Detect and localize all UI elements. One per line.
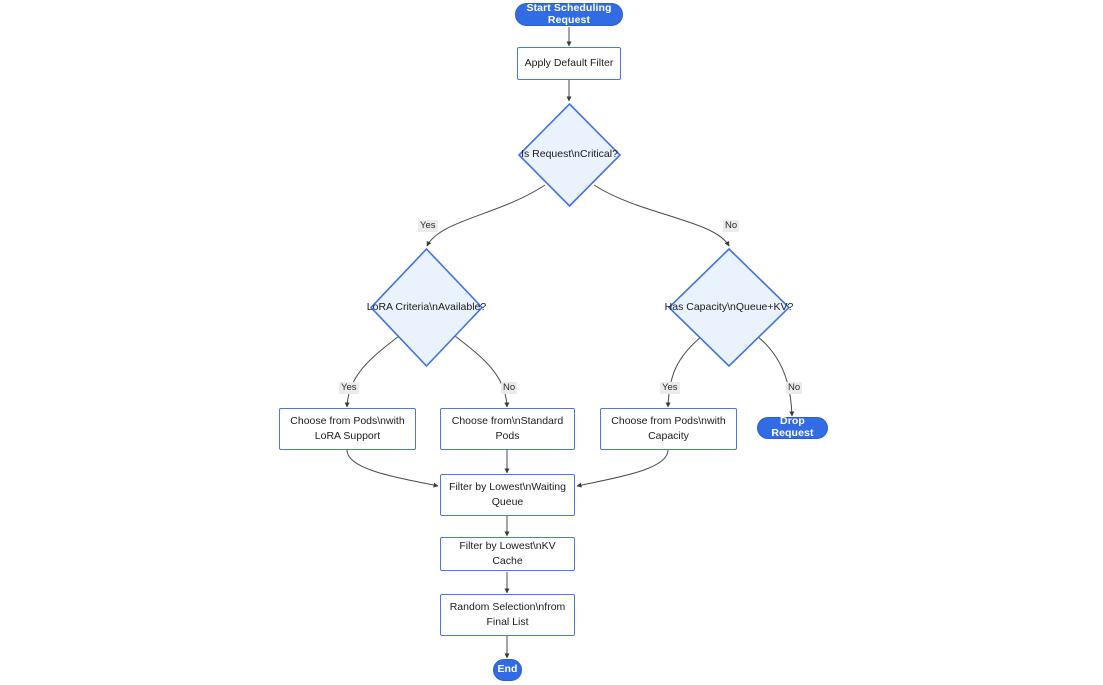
node-choose-standard-pods-label: Choose from\nStandard Pods: [451, 414, 564, 442]
node-lora-criteria-available-label: LoRA Criteria\nAvailable?: [366, 300, 487, 313]
edge-label-lora-yes: Yes: [339, 382, 359, 394]
decision-diamond-shape: [668, 248, 790, 367]
node-choose-capacity-pods[interactable]: Choose from Pods\nwith Capacity: [600, 408, 737, 450]
node-end[interactable]: End: [493, 659, 522, 681]
edge-label-lora-no: No: [501, 382, 518, 394]
node-filter-waiting-queue[interactable]: Filter by Lowest\nWaiting Queue: [440, 474, 575, 516]
decision-diamond-shape: [518, 103, 621, 207]
node-start-label: Start Scheduling Request: [526, 1, 612, 26]
edge-choose-capacity-to-filter-queue: [576, 449, 669, 488]
edge-label-critical-no: No: [723, 220, 740, 232]
edge-label-capacity-yes: Yes: [660, 382, 680, 394]
node-choose-lora-pods-label: Choose from Pods\nwith LoRA Support: [290, 414, 405, 442]
node-apply-default-filter-label: Apply Default Filter: [524, 56, 614, 69]
edge-choose-lora-to-filter-queue: [346, 449, 439, 488]
node-filter-kv-cache[interactable]: Filter by Lowest\nKV Cache: [440, 537, 575, 571]
node-start[interactable]: Start Scheduling Request: [515, 1, 623, 26]
node-random-selection-label: Random Selection\nfrom Final List: [449, 600, 566, 628]
decision-diamond-shape: [370, 248, 483, 367]
node-is-request-critical[interactable]: Is Request\nCritical?: [518, 103, 621, 207]
node-end-label: End: [497, 663, 518, 676]
node-drop-request[interactable]: Drop Request: [757, 415, 828, 439]
node-choose-standard-pods[interactable]: Choose from\nStandard Pods: [440, 408, 575, 450]
node-is-request-critical-label: Is Request\nCritical?: [521, 148, 618, 161]
node-filter-kv-cache-label: Filter by Lowest\nKV Cache: [459, 539, 556, 567]
node-lora-criteria-available[interactable]: LoRA Criteria\nAvailable?: [366, 248, 487, 367]
node-filter-waiting-queue-label: Filter by Lowest\nWaiting Queue: [449, 480, 566, 508]
node-apply-default-filter[interactable]: Apply Default Filter: [517, 47, 621, 80]
node-choose-capacity-pods-label: Choose from Pods\nwith Capacity: [611, 414, 726, 442]
node-drop-request-label: Drop Request: [771, 415, 814, 439]
edge-label-capacity-no: No: [786, 382, 803, 394]
node-has-capacity-label: Has Capacity\nQueue+KV?: [664, 300, 794, 313]
edge-label-critical-yes: Yes: [418, 220, 438, 232]
node-random-selection[interactable]: Random Selection\nfrom Final List: [440, 594, 575, 636]
node-choose-lora-pods[interactable]: Choose from Pods\nwith LoRA Support: [279, 408, 416, 450]
node-has-capacity[interactable]: Has Capacity\nQueue+KV?: [665, 248, 793, 367]
